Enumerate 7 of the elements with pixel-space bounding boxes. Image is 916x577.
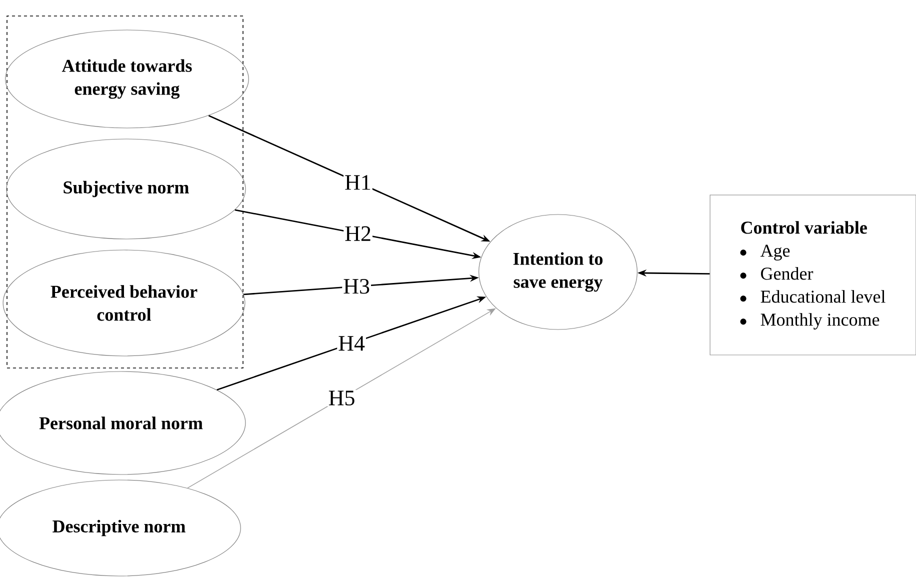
dashed-group-box xyxy=(6,16,244,368)
edge-label: H4 xyxy=(337,335,366,352)
edge-label: H2 xyxy=(344,225,372,242)
edge-label: H1 xyxy=(344,174,372,191)
edge-label: H3 xyxy=(342,278,371,295)
control-variable-box: Control variable Age Gender Educational level Monthly income xyxy=(710,194,916,356)
edge-label: H5 xyxy=(327,390,356,406)
